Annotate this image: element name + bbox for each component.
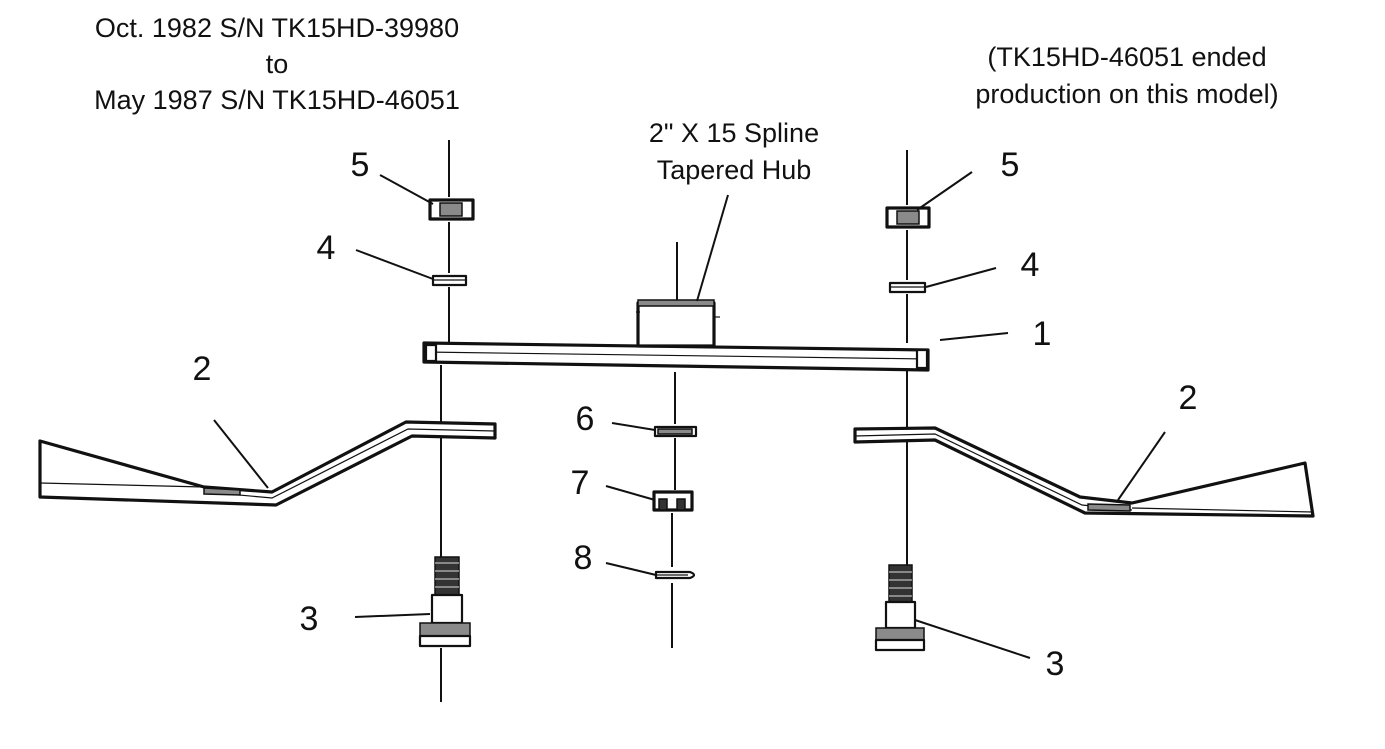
- callout-1: 1: [1033, 315, 1052, 353]
- left-bolt-head: [419, 622, 471, 637]
- callout-3-left: 3: [300, 600, 319, 638]
- callout-3-right: 3: [1046, 645, 1065, 683]
- right-nut-part-5: [885, 206, 931, 229]
- crossbar-body: [422, 341, 930, 372]
- leader-3-left: [354, 613, 431, 618]
- hub-label-line-2: Tapered Hub: [657, 155, 812, 185]
- right-bolt-shank: [884, 600, 917, 630]
- callout-numbers: 1 2 2 3 3 4 4 5 5 6 7 8: [193, 146, 1198, 683]
- leader-4-left: [355, 249, 434, 280]
- production-note-line-1: (TK15HD-46051 ended: [987, 42, 1266, 72]
- left-bolt-shank: [430, 593, 464, 625]
- production-note: (TK15HD-46051 ended production on this m…: [975, 42, 1278, 109]
- hub-label-line-1: 2" X 15 Spline: [649, 118, 819, 148]
- tapered-hub: [636, 301, 716, 348]
- right-washer-part-4: [888, 281, 927, 294]
- callout-5-right: 5: [1001, 146, 1020, 184]
- right-blade-part-2: [853, 426, 1315, 518]
- serial-range-line-3: May 1987 S/N TK15HD-46051: [94, 85, 460, 115]
- leader-7: [605, 485, 656, 501]
- leader-5-left: [379, 174, 434, 205]
- hub-label: 2" X 15 Spline Tapered Hub: [649, 118, 819, 185]
- center-lines: [440, 140, 908, 702]
- callout-7: 7: [571, 464, 590, 502]
- leader-8: [605, 562, 657, 576]
- left-bolt-part-3: [418, 556, 472, 648]
- hub-leader: [696, 194, 729, 302]
- left-blade-part-2: [38, 420, 497, 507]
- crossbar-left-end: [424, 343, 438, 363]
- leader-3-right: [914, 619, 1031, 659]
- crossbar-right-end: [915, 348, 929, 370]
- tapered-hub-top: [637, 299, 715, 307]
- left-washer-part-4: [431, 274, 468, 287]
- leader-lines: [213, 171, 1166, 659]
- callout-8: 8: [574, 539, 593, 577]
- callout-5-left: 5: [351, 146, 370, 184]
- right-bolt-head: [875, 627, 925, 641]
- washer-part-6: [653, 425, 698, 438]
- callout-4-right: 4: [1021, 246, 1040, 284]
- leader-1: [939, 332, 1009, 341]
- leader-2-right: [1117, 431, 1166, 501]
- leader-5-right: [916, 171, 973, 211]
- right-blade-outline: [853, 426, 1315, 518]
- leader-6: [611, 422, 656, 431]
- serial-range-note: Oct. 1982 S/N TK15HD-39980 to May 1987 S…: [94, 13, 460, 115]
- castle-nut-part-7: [652, 490, 694, 512]
- crossbar-part-1: [422, 299, 930, 372]
- callout-2-left: 2: [193, 350, 212, 388]
- left-blade-outline: [38, 420, 497, 507]
- right-bolt-part-3: [874, 564, 926, 652]
- cotter-pin-part-8: [654, 570, 696, 580]
- callout-4-left: 4: [317, 229, 336, 267]
- serial-range-line-2: to: [266, 49, 289, 79]
- left-nut-part-5: [428, 198, 475, 221]
- serial-range-line-1: Oct. 1982 S/N TK15HD-39980: [95, 13, 459, 43]
- leader-2-left: [213, 419, 269, 489]
- callout-2-right: 2: [1179, 379, 1198, 417]
- leader-4-right: [925, 267, 997, 288]
- callout-6: 6: [576, 400, 595, 438]
- production-note-line-2: production on this model): [975, 79, 1278, 109]
